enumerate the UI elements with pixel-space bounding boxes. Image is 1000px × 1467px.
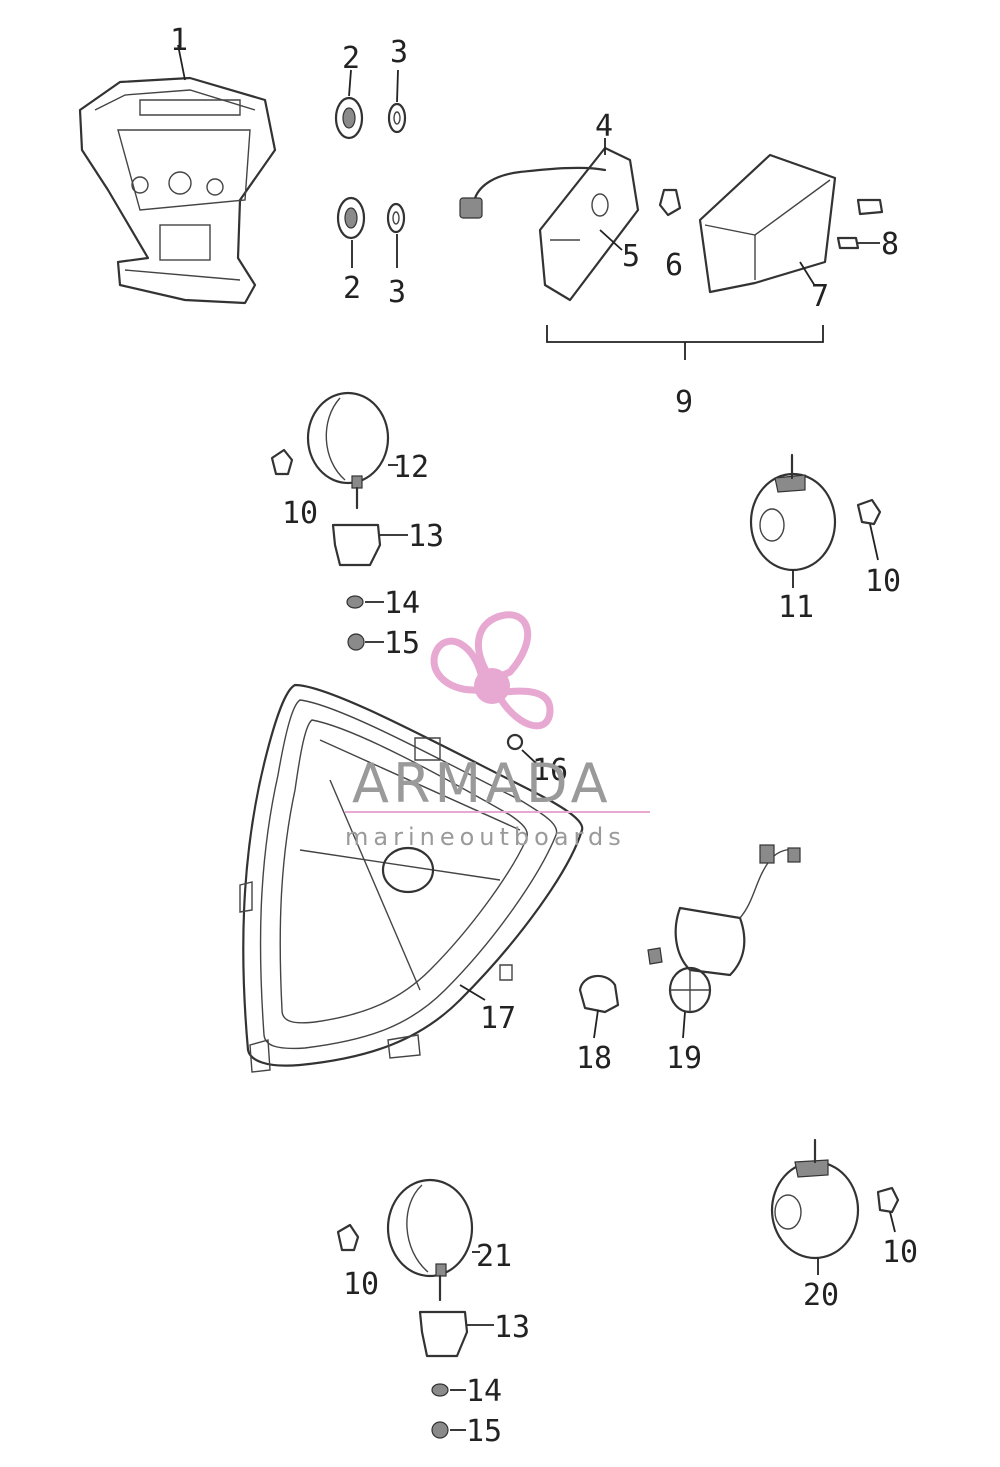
part-15-nut-a [347,633,365,651]
callout-16: 16 [532,753,568,788]
assembly-bracket-9 [546,325,824,343]
callout-10-b: 10 [865,564,901,599]
callout-9: 9 [675,385,693,420]
callout-12: 12 [393,450,429,485]
callout-7: 7 [811,279,829,314]
part-13-lens-a [331,523,382,567]
part-4-wire-harness [459,166,607,219]
watermark: ARMADA marineoutboards [345,611,650,851]
part-2-grommet-upper [334,96,364,140]
callout-14-b: 14 [466,1374,502,1409]
part-10-nut-c [336,1223,360,1252]
callout-6: 6 [665,248,683,283]
part-12-turn-signal-lamp [306,391,390,510]
part-10-nut-d [876,1186,900,1214]
callout-10-a: 10 [282,496,318,531]
callout-20: 20 [803,1278,839,1313]
part-15-nut-b [431,1421,449,1439]
callout-3-lower: 3 [388,275,406,310]
part-6-bulb [658,188,682,217]
part-21-turn-signal-lamp [386,1178,474,1302]
callout-18: 18 [576,1041,612,1076]
callout-10-c: 10 [343,1267,379,1302]
callout-10-d: 10 [882,1235,918,1270]
part-13-lens-b [418,1310,469,1358]
callout-8: 8 [881,227,899,262]
part-3-washer-lower [386,202,406,234]
part-3-washer-upper [387,102,407,134]
part-16-screw [506,733,524,751]
part-20-turn-signal-lamp [770,1138,860,1260]
part-10-nut-b [856,498,882,526]
callout-14-a: 14 [384,586,420,621]
callout-5: 5 [622,239,640,274]
part-17-headlight-assembly [239,683,584,1073]
part-5-bulb-socket-plate [538,146,640,302]
callout-15-b: 15 [466,1414,502,1449]
callout-1: 1 [170,23,188,58]
callout-4: 4 [595,109,613,144]
part-8-screws [836,198,884,250]
propeller-logo-icon [430,611,554,730]
callout-2-lower: 2 [343,271,361,306]
part-18-headlight-bulb [578,974,620,1014]
callout-2-upper: 2 [342,41,360,76]
part-2-grommet-lower [336,196,366,240]
part-19-headlight-socket-harness [647,844,801,1014]
callout-19: 19 [666,1041,702,1076]
callout-15-a: 15 [384,626,420,661]
callout-3-upper: 3 [390,35,408,70]
part-1-headlight-cover [78,76,277,305]
watermark-tagline: marineoutboards [345,823,626,851]
callout-17: 17 [480,1001,516,1036]
callout-13-b: 13 [494,1310,530,1345]
part-11-turn-signal-lamp [749,453,837,572]
part-14-washer-a [346,595,364,609]
part-14-washer-b [431,1383,449,1397]
part-7-lens-cover [698,153,837,294]
part-10-nut-a [270,448,294,476]
callout-21: 21 [476,1239,512,1274]
callout-13-a: 13 [408,519,444,554]
callout-11: 11 [778,590,814,625]
watermark-brand: ARMADA [352,752,612,815]
